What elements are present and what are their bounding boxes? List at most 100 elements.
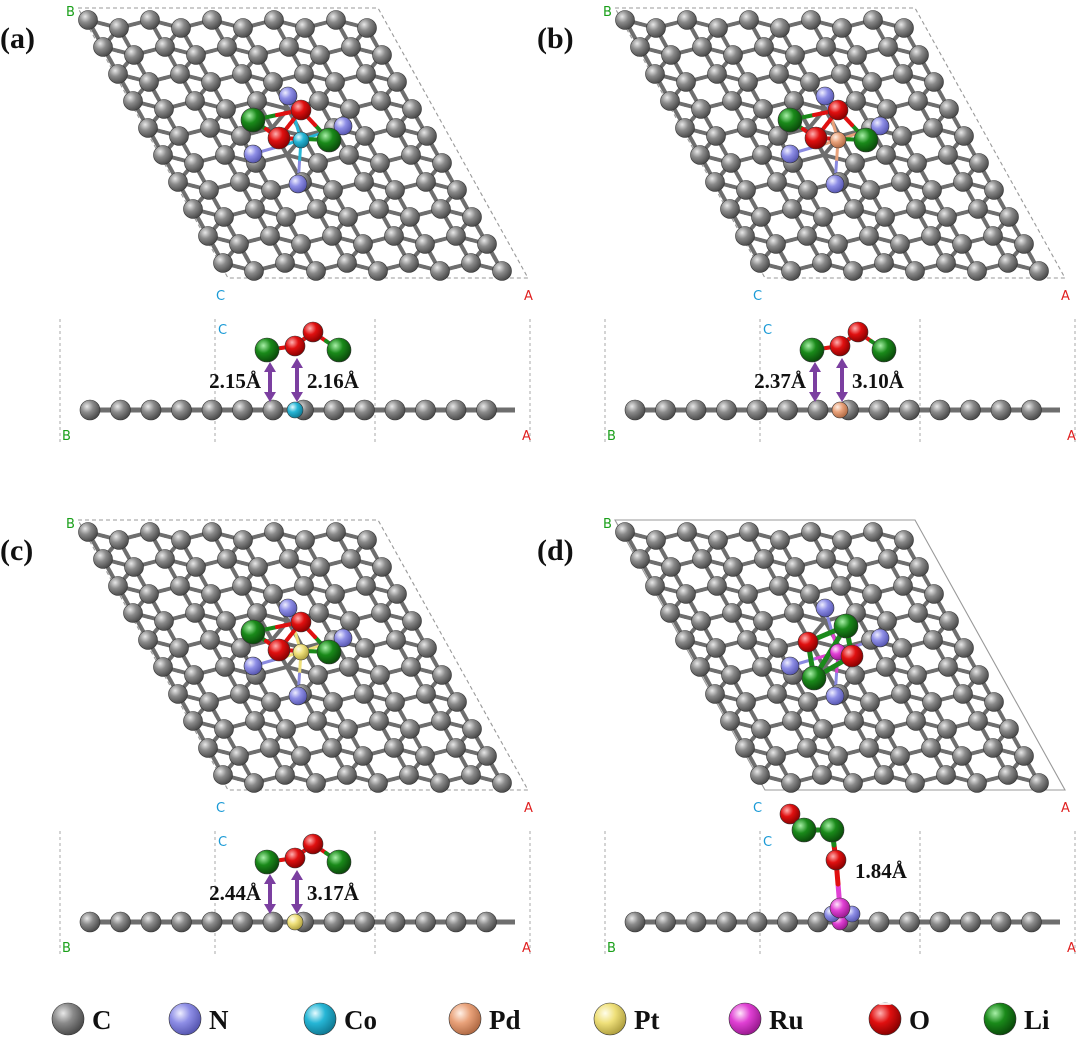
atom-c (750, 765, 770, 785)
atom-c (153, 657, 173, 677)
atom-c (645, 576, 665, 596)
atom-c (782, 711, 802, 731)
atom-metal (831, 401, 849, 419)
atom-c (337, 765, 357, 785)
atom-li (871, 337, 897, 363)
atom-c (400, 207, 420, 227)
axis-label-a: A (524, 289, 533, 304)
atom-c (936, 765, 956, 785)
atom-c (325, 72, 345, 92)
atom-c (969, 665, 989, 685)
atom-c (737, 118, 757, 138)
atom-c (400, 719, 420, 739)
atom-c (138, 118, 158, 138)
atom-c (215, 145, 235, 165)
atom-c (968, 199, 988, 219)
atom-c (921, 738, 941, 758)
bond (270, 103, 290, 111)
atom-c (746, 399, 768, 421)
atom-c (431, 711, 451, 731)
axis-label-a: A (524, 801, 533, 816)
atom-c (263, 584, 283, 604)
atom-c (960, 399, 981, 421)
atom-li (791, 817, 817, 843)
atom-c (816, 549, 836, 569)
atom-c (769, 576, 789, 596)
axis-label-b: B (62, 429, 71, 444)
atom-c (677, 10, 697, 30)
atom-c (655, 911, 676, 933)
atom-c (353, 234, 373, 254)
atom-c (306, 261, 326, 281)
atom-metal (286, 913, 304, 931)
atom-c (416, 172, 436, 192)
atom-c (445, 399, 467, 421)
panel-label: (a) (0, 22, 35, 55)
atom-c (200, 118, 220, 138)
atom-c (876, 145, 896, 165)
atom-c (354, 684, 374, 704)
atom-c (338, 719, 358, 739)
atom-c (309, 603, 329, 623)
atom-c (891, 684, 911, 704)
atom-c (905, 261, 925, 281)
atom-c (171, 530, 191, 550)
atom-c (461, 253, 481, 273)
atom-li (326, 849, 352, 875)
atom-c (831, 576, 851, 596)
atom-c (692, 37, 712, 57)
atom-c (322, 226, 342, 246)
atom-c (923, 118, 943, 138)
atom-c (261, 692, 281, 712)
atom-c (461, 765, 481, 785)
atom-c (201, 399, 223, 421)
atom-li (316, 127, 342, 153)
atom-c (766, 234, 786, 254)
panel-label: (d) (537, 534, 574, 567)
atom-c (752, 145, 772, 165)
atom-c (675, 118, 695, 138)
atom-c (186, 557, 206, 577)
atom-c (953, 684, 973, 704)
atom-c (800, 72, 820, 92)
atom-c (185, 91, 205, 111)
atom-c (754, 37, 774, 57)
legend-label-co: Co (344, 1005, 377, 1035)
atom-c (907, 665, 927, 685)
atom-c (108, 64, 128, 84)
atom-c (677, 522, 697, 542)
atom-c (337, 253, 357, 273)
atom-c (294, 576, 314, 596)
atom-c (340, 99, 360, 119)
atom-c (868, 911, 890, 933)
atom-c (894, 18, 914, 38)
bond (269, 665, 289, 673)
atom-c (892, 126, 912, 146)
atom-c (229, 746, 249, 766)
atom-n (243, 656, 263, 676)
atom-c (385, 180, 405, 200)
axis-label-a: A (1061, 801, 1070, 816)
atom-c (155, 37, 175, 57)
atom-c (770, 18, 790, 38)
atom-c (341, 549, 361, 569)
atom-c (372, 45, 392, 65)
atom-c (323, 692, 343, 712)
atom-c (295, 18, 315, 38)
atom-n (870, 116, 890, 136)
atom-c (339, 657, 359, 677)
atom-n (815, 598, 835, 618)
atom-c (615, 522, 635, 542)
atom-c (232, 64, 252, 84)
atom-c (968, 711, 988, 731)
atom-c (922, 180, 942, 200)
atom-o (284, 335, 306, 357)
atom-o (290, 611, 312, 633)
atom-c (446, 738, 466, 758)
atom-c (353, 746, 373, 766)
legend-label-pd: Pd (489, 1005, 521, 1035)
atom-c (646, 18, 666, 38)
atom-c (777, 399, 798, 421)
atom-c (199, 180, 219, 200)
atom-c (845, 665, 865, 685)
